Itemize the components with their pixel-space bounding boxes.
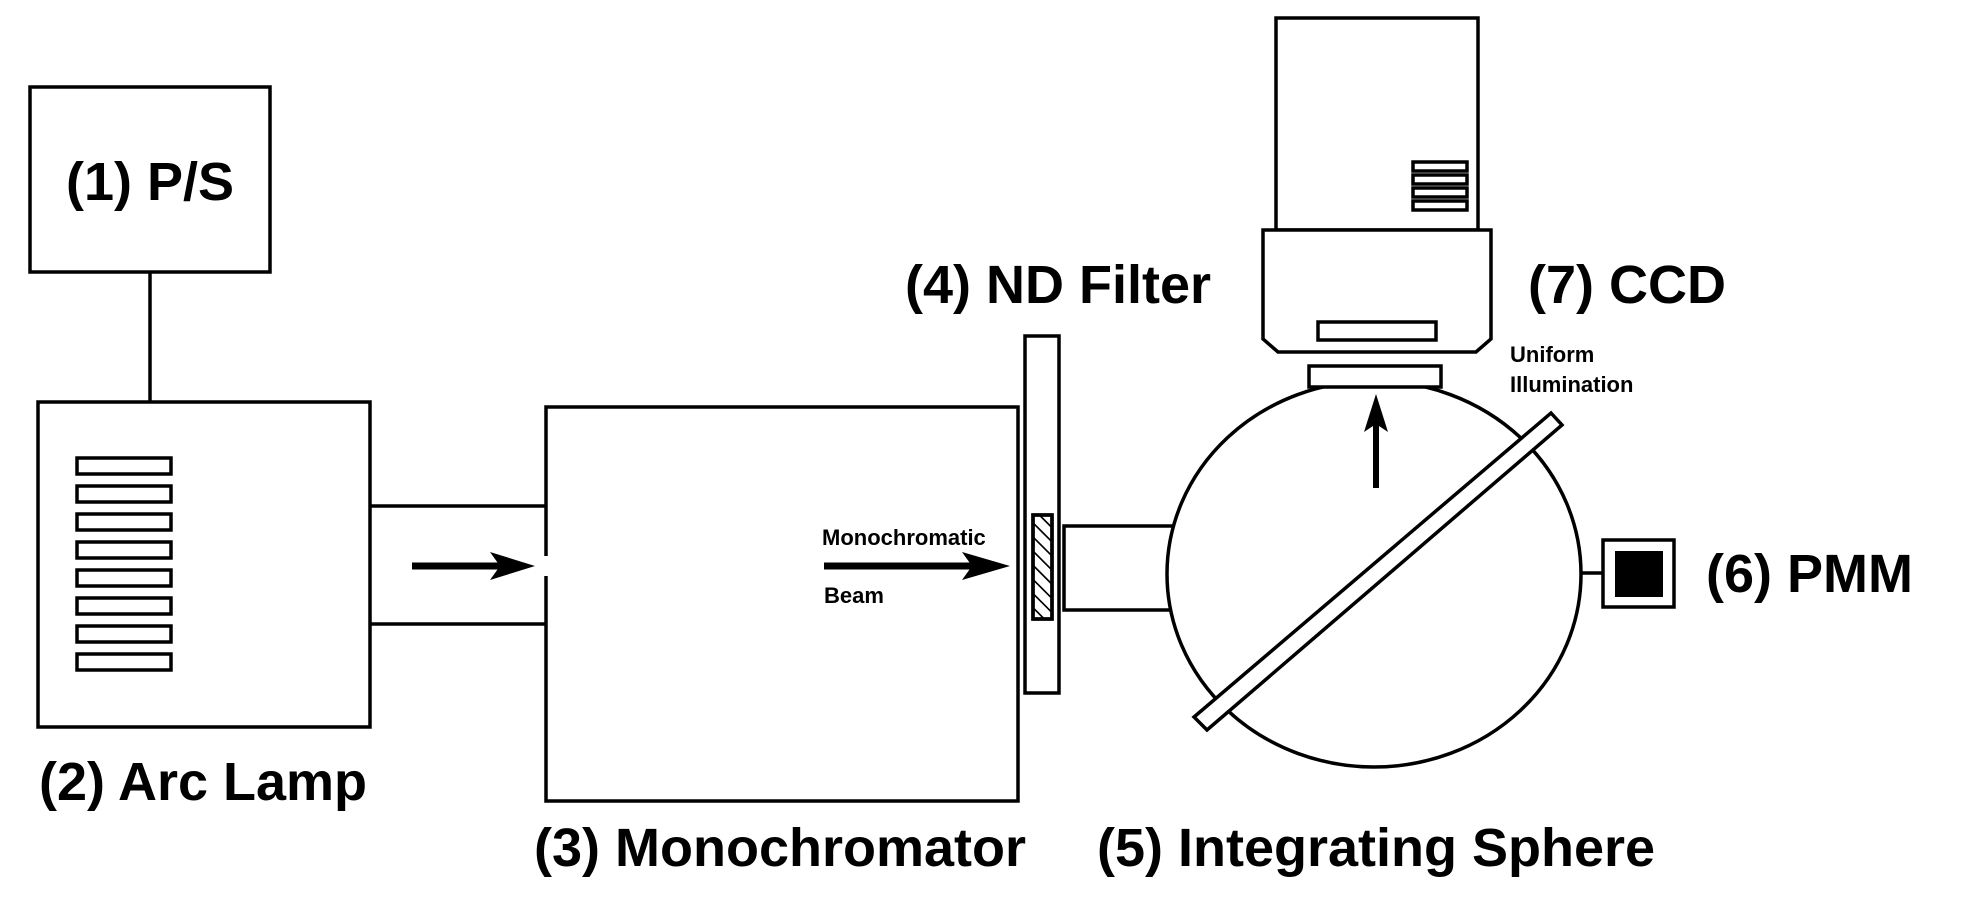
integrating-sphere-label: (5) Integrating Sphere — [1097, 818, 1655, 878]
arc-lamp-vents — [75, 456, 173, 672]
pmm-detector-core — [1615, 551, 1663, 597]
power-supply-box — [28, 85, 272, 274]
pmm-label: (6) PMM — [1706, 544, 1913, 604]
arc-lamp-box — [36, 400, 372, 729]
uniform-label-line2: Illumination — [1510, 372, 1633, 397]
ccd-label: (7) CCD — [1528, 255, 1726, 315]
uniform-label-line1: Uniform — [1510, 342, 1594, 367]
monochromator-box — [544, 405, 1020, 803]
nd-filter-plate — [1023, 334, 1061, 695]
sphere-input-port — [1062, 524, 1176, 612]
nd-filter-label: (4) ND Filter — [905, 255, 1211, 315]
exit-slit-hatched-front — [1031, 513, 1054, 621]
monochromator-label: (3) Monochromator — [534, 818, 1026, 878]
beam-label-line2: Beam — [824, 583, 884, 608]
arc-lamp-label: (2) Arc Lamp — [39, 752, 367, 812]
beam-label-line1: Monochromatic — [822, 525, 986, 550]
sphere-top-port — [1307, 364, 1443, 389]
power-supply-label: (1) P/S — [66, 152, 234, 212]
uniform-illumination-arrow — [1364, 394, 1388, 488]
sphere-baffle — [1191, 410, 1565, 733]
ccd-camera-vents — [1411, 160, 1469, 212]
monochromatic-beam-arrow — [824, 552, 1010, 580]
entrance-slit — [541, 556, 551, 576]
ccd-sensor-window — [1316, 320, 1438, 342]
input-beam-arrow — [412, 552, 535, 580]
